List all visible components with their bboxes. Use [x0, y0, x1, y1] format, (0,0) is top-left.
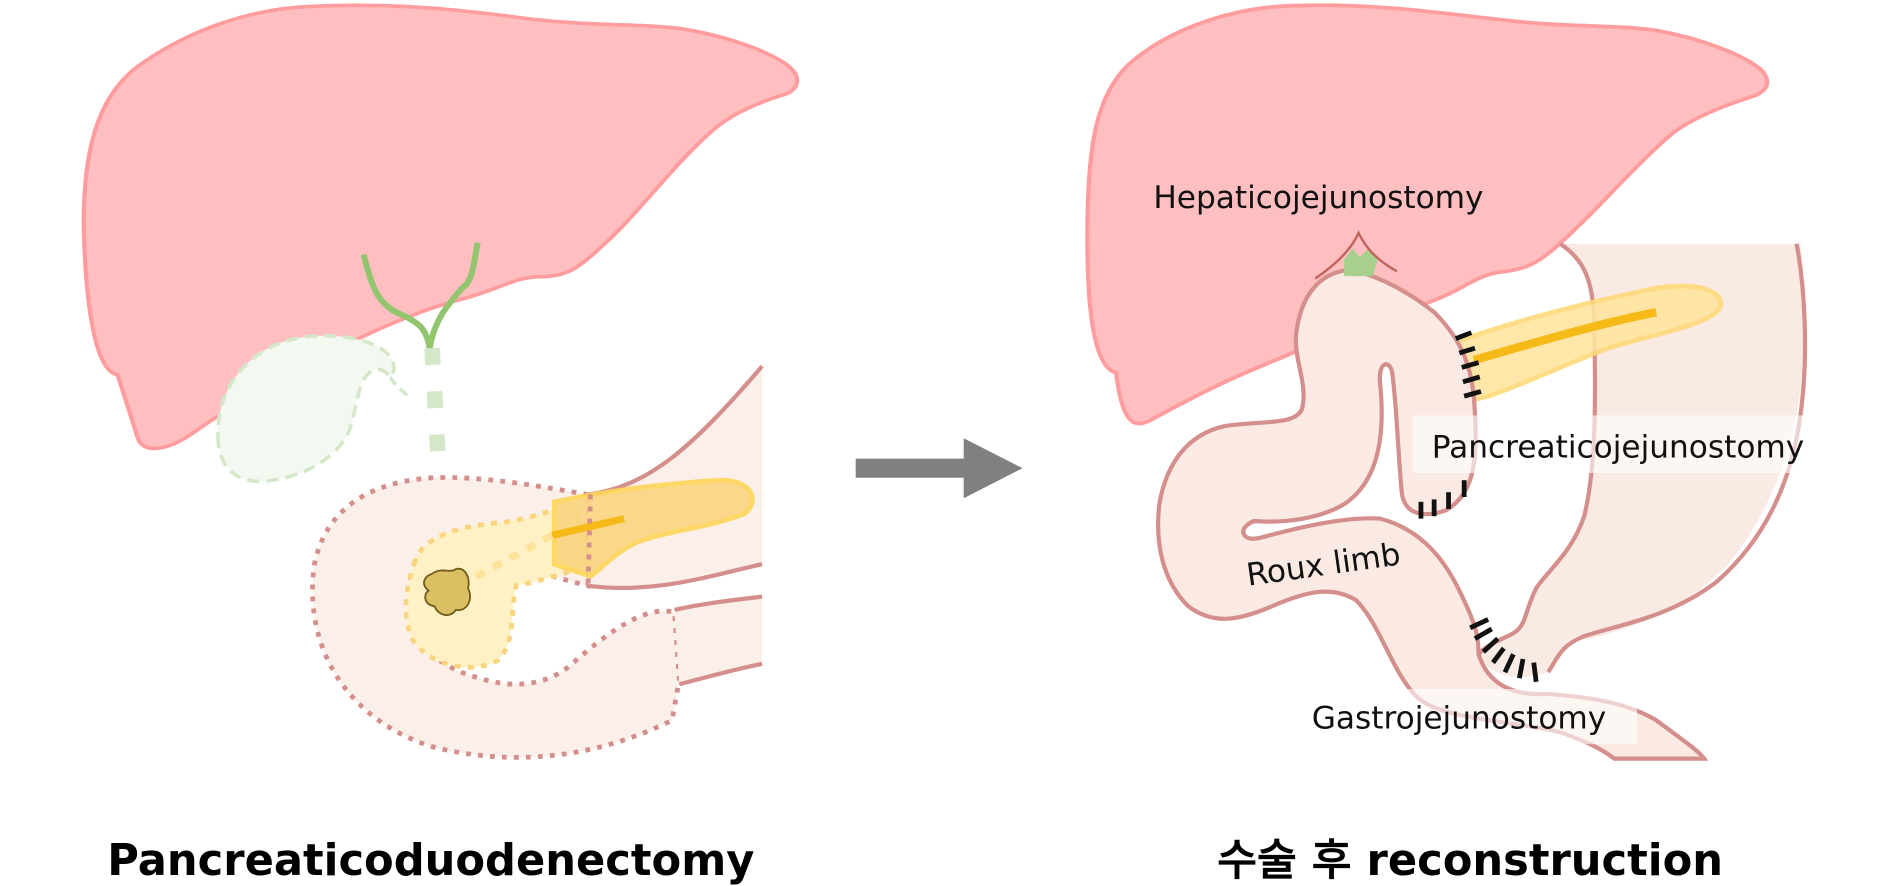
jejunum-lower-edge	[678, 661, 763, 687]
roux-limb	[1156, 268, 1709, 761]
gastrojejunostomy-label-bg	[1308, 689, 1637, 745]
right-panel: Hepaticojejunostomy Pancreaticojejunosto…	[1085, 3, 1821, 761]
pancreas-body	[552, 477, 755, 579]
arrow-right-icon	[855, 438, 1023, 499]
stomach-right-edge	[1546, 243, 1808, 674]
bile-duct-right-branch	[426, 242, 481, 349]
bile-duct-left-branch	[360, 253, 433, 349]
pancreaticojejunostomy-label-bg	[1412, 415, 1821, 474]
pancreatic-duct-faded	[430, 532, 554, 604]
pancreas-resection-line	[585, 494, 593, 586]
jejunum-stump-sutures	[1418, 480, 1467, 519]
right-panel-title: 수술 후 reconstruction	[1217, 836, 1723, 886]
gastrojejunostomy-label: Gastrojejunostomy	[1312, 701, 1607, 737]
pancreaticojejunostomy-label: Pancreaticojejunostomy	[1432, 429, 1805, 465]
pancreatic-duct-remnant	[1472, 308, 1658, 365]
bile-duct-anastomosis	[1344, 248, 1378, 277]
pancreas-head-resected	[403, 501, 594, 670]
liver-left	[81, 3, 800, 451]
pancreatic-duct	[551, 515, 625, 539]
left-panel	[81, 3, 800, 760]
tumor	[423, 567, 471, 617]
duodenum-lower-edge	[587, 562, 763, 590]
hepaticojejunostomy-label: Hepaticojejunostomy	[1153, 180, 1483, 216]
gastrojejunostomy-sutures	[1469, 617, 1539, 683]
gallbladder	[216, 333, 396, 484]
left-panel-title: Pancreaticoduodenectomy	[107, 836, 754, 886]
anastomosis-liver-edge	[1314, 230, 1398, 280]
cystic-duct-faded	[388, 376, 410, 398]
pancreaticojejunostomy-sutures	[1454, 330, 1482, 399]
jejunum-upper-edge	[674, 594, 763, 612]
